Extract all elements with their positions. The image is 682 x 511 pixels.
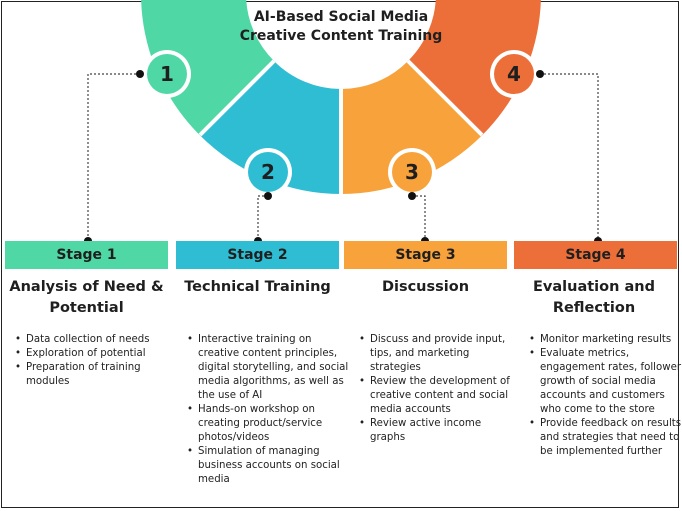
stage-1-number-badge: 1 xyxy=(147,54,187,94)
connector-2 xyxy=(257,195,268,241)
stage-2-title: Technical Training xyxy=(184,279,331,295)
stage-1-label-bar: Stage 1 xyxy=(5,241,168,269)
list-item: Review active income graphs xyxy=(359,417,516,445)
arc-segment-1 xyxy=(141,0,275,136)
list-item: Exploration of potential xyxy=(15,347,176,361)
list-item: Monitor marketing results xyxy=(529,333,682,347)
list-item: Discuss and provide input, tips, and mar… xyxy=(359,333,516,375)
stage-3-title: Discussion xyxy=(381,279,470,295)
connector-4 xyxy=(540,73,599,241)
connector-1 xyxy=(87,73,140,241)
arc-segment-4 xyxy=(407,0,541,136)
stage-2-item-list: Interactive training on creative content… xyxy=(186,333,354,487)
stage-4-title: Evaluation and Reflection xyxy=(533,279,655,316)
list-item: Review the development of creative conte… xyxy=(359,375,516,417)
arc-segment-3 xyxy=(341,61,482,195)
stage-2-number-badge: 2 xyxy=(248,152,288,192)
stage-3-item-list: Discuss and provide input, tips, and mar… xyxy=(358,333,516,445)
stage-3-number-badge: 3 xyxy=(392,152,432,192)
stage-4-item-list: Monitor marketing results Evaluate metri… xyxy=(528,333,682,459)
diagram-title: AI-Based Social Media Creative Content T… xyxy=(239,9,443,44)
list-item: Simulation of managing business accounts… xyxy=(187,445,354,487)
list-item: Provide feedback on results and strategi… xyxy=(529,417,682,459)
stage-4-number-badge: 4 xyxy=(494,54,534,94)
list-item: Hands-on workshop on creating product/se… xyxy=(187,403,354,445)
arc-segment-2 xyxy=(200,61,341,195)
list-item: Data collection of needs xyxy=(15,333,176,347)
stage-3-label-bar: Stage 3 xyxy=(344,241,507,269)
stage-2-label-bar: Stage 2 xyxy=(176,241,339,269)
stage-1-item-list: Data collection of needs Exploration of … xyxy=(14,333,176,389)
stage-1-title: Analysis of Need & Potential xyxy=(9,279,164,316)
list-item: Evaluate metrics, engagement rates, foll… xyxy=(529,347,682,417)
connector-3 xyxy=(412,195,426,241)
list-item: Preparation of training modules xyxy=(15,361,176,389)
stage-4-label-bar: Stage 4 xyxy=(514,241,677,269)
list-item: Interactive training on creative content… xyxy=(187,333,354,403)
